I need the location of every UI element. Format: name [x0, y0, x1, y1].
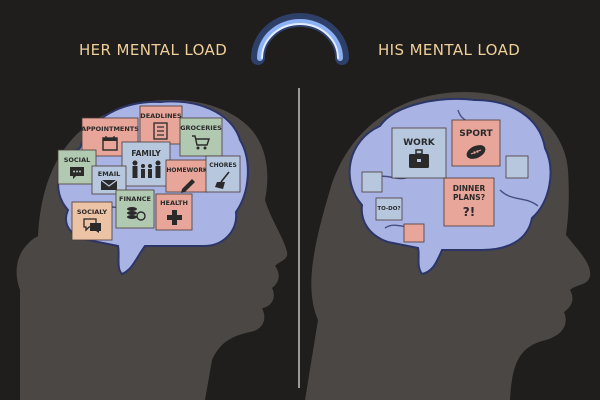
- family-icon: [132, 160, 161, 178]
- note-label-line-2: PLANS?: [453, 193, 485, 202]
- note-label: SOCIALY: [77, 208, 108, 216]
- blank-note: [361, 171, 383, 193]
- his-note-work: WORK: [391, 127, 447, 179]
- briefcase-icon: [409, 149, 429, 168]
- blank-note: [403, 223, 425, 243]
- note-label: CHORES: [209, 162, 237, 169]
- chat-bubbles-icon: [83, 218, 101, 233]
- envelope-icon: [100, 179, 118, 190]
- arc-glow-icon: [251, 13, 349, 65]
- her-note-finance: FINANCE: [115, 189, 155, 229]
- her-note-deadlines: DEADLINES: [139, 105, 183, 145]
- note-label: TO-DO?: [377, 206, 400, 212]
- her-note-social: SOCIAL: [57, 149, 97, 185]
- note-label: EMAIL: [98, 170, 121, 178]
- note-label: WORK: [403, 138, 436, 148]
- note-label: FINANCE: [119, 195, 151, 203]
- coins-icon: [127, 207, 146, 221]
- speech-bubble-icon: [70, 167, 84, 179]
- her-note-groceries: GROCERIES: [179, 117, 223, 157]
- her-hair-bun: [18, 234, 78, 310]
- note-label: FAMILY: [131, 149, 161, 158]
- note-label: SOCIAL: [64, 156, 91, 164]
- shopping-cart-icon: [192, 135, 210, 150]
- note-label: SPORT: [459, 129, 493, 139]
- blank-note: [505, 155, 529, 179]
- his-note-sport: SPORT: [451, 119, 501, 167]
- her-note-homework: HOMEWORK: [165, 159, 209, 193]
- note-label: HOMEWORK: [166, 167, 208, 174]
- his-note-to-do: TO-DO?: [375, 197, 403, 221]
- his-mental-load-title: HIS MENTAL LOAD: [378, 41, 521, 59]
- question-exclamation-icon: ?!: [463, 205, 475, 219]
- her-note-health: HEALTH: [155, 193, 193, 231]
- her-note-socialy: SOCIALY: [71, 201, 113, 241]
- her-note-email: EMAIL: [91, 165, 127, 195]
- pencil-icon: [181, 179, 195, 193]
- document-list-icon: [153, 122, 168, 140]
- note-label: HEALTH: [160, 199, 188, 207]
- note-label: APPOINTMENTS: [81, 125, 139, 133]
- broom-icon: [215, 171, 230, 189]
- note-label: GROCERIES: [180, 124, 222, 132]
- note-label-line-1: DINNER: [453, 184, 486, 193]
- his-note-dinner-plans: DINNER PLANS? ?!: [443, 177, 495, 227]
- her-mental-load-title: HER MENTAL LOAD: [79, 41, 228, 59]
- medical-cross-icon: [167, 210, 182, 225]
- football-icon: [466, 145, 486, 159]
- calendar-icon: [102, 136, 118, 151]
- note-label: DEADLINES: [140, 112, 182, 120]
- divider-line: [298, 88, 300, 388]
- her-note-family: FAMILY: [121, 141, 171, 187]
- her-note-chores: CHORES: [205, 155, 241, 193]
